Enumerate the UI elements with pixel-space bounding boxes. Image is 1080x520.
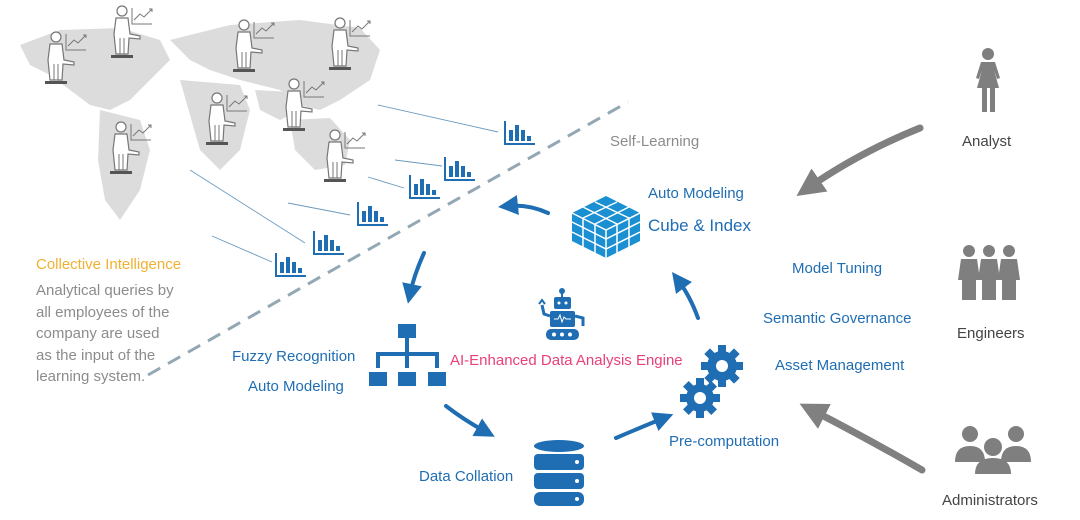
cube-icon (571, 196, 641, 258)
role-label-engineers: Engineers (957, 325, 1025, 342)
engine-label: AI-Enhanced Data Analysis Engine (450, 352, 683, 369)
bar-chart-icon (313, 230, 345, 255)
gears-caption: Pre-computation (669, 433, 780, 450)
role-label-administrators: Administrators (942, 492, 1038, 509)
robot-icon (538, 288, 585, 340)
bar-chart-icon (409, 174, 441, 199)
bar-chart-icon (504, 120, 536, 145)
group-of-three-icon (958, 245, 1020, 300)
engineer-task-model-tuning: Model Tuning (792, 260, 883, 277)
cube-caption-auto-modeling: Auto Modeling (648, 185, 744, 202)
users-icon (955, 426, 1031, 474)
database-caption: Data Collation (419, 468, 514, 485)
woman-icon (976, 48, 1000, 112)
bar-chart-icon (444, 156, 476, 181)
hierarchy-icon (369, 324, 446, 386)
engineer-task-asset-management: Asset Management (775, 357, 905, 374)
hierarchy-caption-auto-modeling: Auto Modeling (248, 378, 344, 395)
gears-icon (680, 345, 743, 418)
role-label-analyst: Analyst (962, 133, 1012, 150)
bar-chart-icon (275, 252, 307, 277)
self-learning-divider (147, 100, 629, 377)
engineer-task-semantic-governance: Semantic Governance (763, 310, 912, 327)
collective-intelligence-description: Analytical queries by all employees of t… (36, 282, 174, 385)
connector-lines (189, 104, 499, 263)
cube-caption-cube-index: Cube & Index (648, 216, 752, 235)
hierarchy-caption-fuzzy-recognition: Fuzzy Recognition (232, 348, 356, 365)
bar-chart-icon (357, 201, 389, 226)
self-learning-label: Self-Learning (610, 133, 700, 150)
role-arrows (796, 124, 926, 474)
cycle-arrows (402, 195, 700, 440)
collective-intelligence-heading: Collective Intelligence (36, 256, 182, 273)
database-icon (534, 440, 584, 506)
